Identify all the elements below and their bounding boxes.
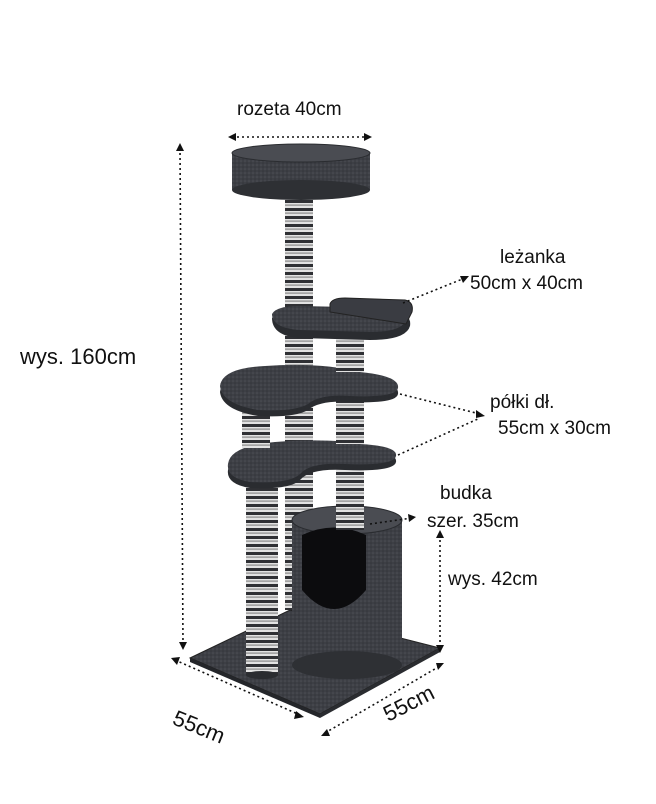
sisal-post-mid-right: [336, 398, 364, 444]
cat-house: [291, 505, 403, 679]
dimension-arrowheads: [171, 133, 485, 736]
label-shelves-size: 55cm x 30cm: [498, 418, 611, 439]
label-house-width: szer. 35cm: [427, 511, 519, 532]
label-height: wys. 160cm: [20, 344, 137, 369]
label-hammock-size: 50cm x 40cm: [470, 273, 583, 294]
shelf-lower: [227, 440, 397, 489]
sisal-post-front: [246, 470, 278, 675]
sisal-post-house: [336, 470, 364, 530]
hammock: [272, 297, 413, 340]
shelf-upper: [220, 364, 399, 417]
dimension-lines: [174, 136, 481, 734]
label-house-height: wys. 42cm: [448, 569, 538, 590]
label-house-title: budka: [440, 483, 492, 504]
label-shelves-title: półki dł.: [490, 392, 555, 413]
top-platform: [231, 143, 371, 200]
label-hammock-title: leżanka: [500, 247, 566, 268]
label-top-platform: rozeta 40cm: [237, 99, 342, 120]
